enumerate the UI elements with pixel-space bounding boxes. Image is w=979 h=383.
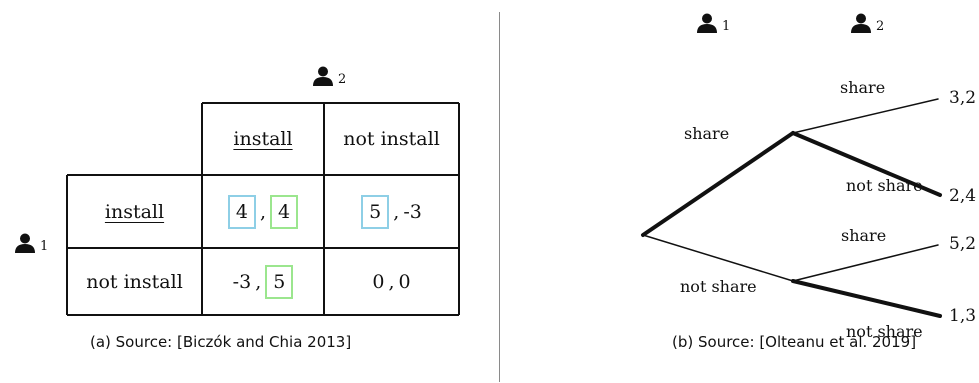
row-header-install: install — [104, 200, 165, 223]
payoff-separator: , — [388, 270, 395, 293]
edge-bottom-not-share — [791, 279, 942, 318]
payoff-cell-notinstall-notinstall: 0 , 0 — [324, 248, 459, 315]
player-number: 1 — [40, 239, 49, 254]
row-header-not-install: not install — [86, 270, 183, 293]
person-icon — [697, 13, 717, 33]
payoff-cell-notinstall-install: -3 , 5 — [202, 248, 324, 315]
payoff-leaf: 1,3 — [949, 306, 977, 326]
payoff-player2: 4 — [270, 194, 299, 229]
panel-divider — [499, 12, 500, 382]
label-share: share — [684, 124, 730, 143]
payoff-player1: -3 — [232, 270, 252, 293]
person-icon — [851, 13, 871, 33]
payoff-player2: 0 — [398, 270, 411, 293]
player-number: 1 — [722, 19, 731, 34]
payoff-leaf: 5,2 — [949, 234, 977, 254]
payoff-cell-install-install: 4 , 4 — [202, 175, 324, 248]
payoff-player2: 5 — [265, 264, 294, 299]
label-not-share: not share — [846, 176, 923, 195]
game-tree — [641, 98, 942, 318]
player-number: 2 — [338, 72, 347, 87]
payoff-leaf: 2,4 — [949, 186, 977, 206]
edge-top-share — [792, 98, 939, 134]
col-header-install: install — [233, 128, 293, 150]
player-number: 2 — [876, 19, 885, 34]
payoff-player1: 5 — [361, 194, 390, 229]
payoff-player1: 4 — [227, 194, 256, 229]
edge-root-share — [641, 131, 795, 237]
label-not-share: not share — [846, 322, 923, 341]
player-1-label: 1 — [14, 233, 48, 253]
payoff-separator: , — [259, 200, 267, 223]
edge-bottom-share — [792, 244, 939, 282]
player-2-label: 2 — [312, 66, 346, 86]
payoff-leaf: 3,2 — [949, 88, 977, 108]
col-header-not-install: not install — [343, 128, 440, 150]
person-icon — [15, 233, 35, 253]
caption-a: (a) Source: [Biczók and Chia 2013] — [90, 333, 352, 351]
caption-b: (b) Source: [Olteanu et al. 2019] — [672, 333, 917, 351]
edge-top-not-share — [791, 131, 942, 197]
label-not-share: not share — [680, 277, 757, 296]
payoff-separator: , — [393, 200, 400, 223]
label-share: share — [840, 78, 886, 97]
player-2-label: 2 — [850, 13, 884, 33]
payoff-separator: , — [255, 270, 262, 293]
label-share: share — [841, 226, 887, 245]
payoff-cell-install-notinstall: 5 , -3 — [324, 175, 459, 248]
payoff-table-grid — [66, 102, 460, 316]
person-icon — [313, 66, 333, 86]
edge-root-not-share — [642, 234, 794, 282]
payoff-player1: 0 — [372, 270, 385, 293]
payoff-player2: -3 — [403, 200, 422, 223]
player-1-label: 1 — [696, 13, 730, 33]
